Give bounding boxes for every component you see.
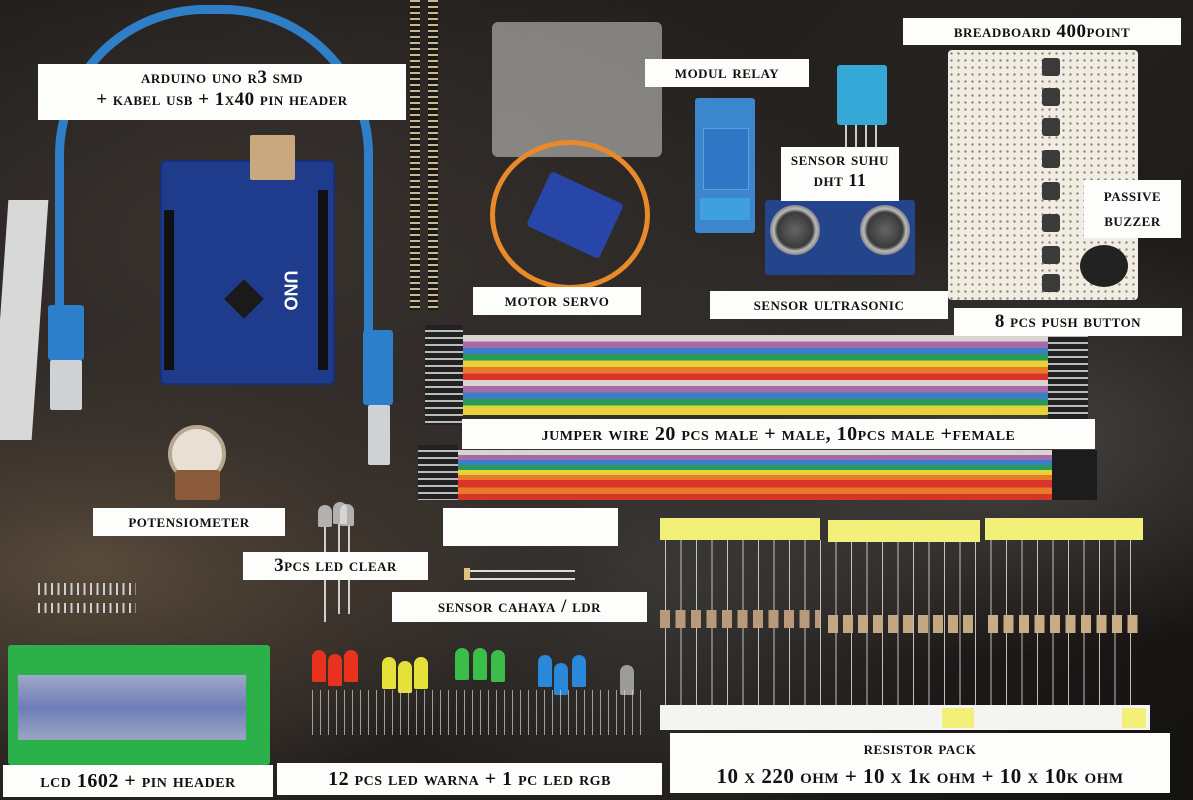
label-sensor-suhu-line2: DHT 11 [813, 169, 867, 190]
led-red [328, 654, 342, 686]
push-button [1042, 118, 1060, 136]
push-button [1042, 182, 1060, 200]
label-push-button: 8 PCS PUSH BUTTON [954, 308, 1182, 336]
relay-block [703, 128, 749, 190]
led-clear [318, 505, 332, 527]
ldr-sensor [464, 568, 470, 580]
label-passive-buzzer: PASSIVE BUZZER [1084, 180, 1181, 238]
led-blue [572, 655, 586, 687]
resistor-bodies-220 [660, 610, 820, 628]
led-blue [554, 663, 568, 695]
label-modul-relay: MODUL RELAY [645, 59, 809, 87]
label-sensor-suhu-line1: SENSOR SUHU [790, 149, 890, 169]
lcd-screen [18, 675, 246, 740]
resistor-tape-bottom-yellow-2 [1122, 708, 1146, 728]
label-motor-servo: MOTOR SERVO [473, 287, 641, 315]
label-resistor-pack: RESISTOR PACK 10 X 220 OHM + 10 X 1K OHM… [670, 733, 1170, 793]
push-button [1042, 88, 1060, 106]
led-red [312, 650, 326, 682]
push-button [1042, 150, 1060, 168]
arduino-usb-port [250, 135, 295, 180]
push-button [1042, 246, 1060, 264]
label-sensor-suhu: SENSOR SUHU DHT 11 [781, 147, 899, 201]
label-arduino-uno: ARDUINO UNO R3 SMD + KABEL USB + 1X40 PI… [38, 64, 406, 120]
resistor-tape-top-2 [828, 520, 980, 542]
arduino-header-right [318, 190, 328, 370]
led-clear [340, 504, 354, 526]
jumper-ends-left [418, 445, 458, 500]
resistor-bodies-1k [828, 615, 978, 633]
potentiometer-pins [175, 470, 220, 500]
led-green [491, 650, 505, 682]
led-red [344, 650, 358, 682]
label-breadboard: BREADBOARD 400POINT [903, 18, 1181, 45]
resistor-tape-top-1 [660, 518, 820, 540]
led-rgb [620, 665, 634, 695]
push-buttons [1042, 58, 1060, 298]
atmega-chip [224, 279, 264, 319]
label-potensiometer: POTENSIOMETER [93, 508, 285, 536]
arduino-header-left [164, 210, 174, 370]
usb-b-connector [368, 405, 390, 465]
pin-header-strip [410, 0, 420, 310]
jumper-wires-male-female [455, 450, 1055, 500]
label-led-warna: 12 PCS LED WARNA + 1 PC LED RGB [277, 763, 662, 795]
label-passive-buzzer-line2: BUZZER [1104, 210, 1161, 231]
jumper-wires-male-male [460, 335, 1050, 415]
label-resistor-line1: RESISTOR PACK [863, 738, 977, 759]
push-button [1042, 214, 1060, 232]
led-green [455, 648, 469, 680]
label-arduino-line2: + KABEL USB + 1X40 PIN HEADER [96, 88, 348, 110]
resistor-tape-top-3 [985, 518, 1143, 540]
resistor-bodies-10k [988, 615, 1143, 633]
led-blue [538, 655, 552, 687]
lcd-pin-header [38, 583, 136, 595]
jumper-pins-left [425, 325, 463, 425]
relay-module [695, 98, 755, 233]
label-arduino-line1: ARDUINO UNO R3 SMD [140, 67, 304, 88]
jumper-ends-right [1052, 450, 1097, 500]
label-jumper-wire: JUMPER WIRE 20 PCS MALE + MALE, 10PCS MA… [462, 419, 1095, 449]
label-blank [443, 508, 618, 546]
ldr-leg [470, 578, 575, 580]
lcd-pin-header-2 [38, 603, 136, 613]
ldr-leg [470, 570, 575, 572]
push-button [1042, 58, 1060, 76]
label-sensor-ultrasonic: SENSOR ULTRASONIC [710, 291, 948, 319]
passive-buzzer [1080, 245, 1128, 287]
arduino-box-edge [0, 200, 49, 440]
usb-cable [55, 5, 373, 344]
usb-a-connector [50, 360, 82, 410]
relay-terminal [700, 198, 750, 220]
usb-a-plug [48, 305, 84, 360]
jumper-pins-right [1048, 330, 1088, 430]
dht11-pins [845, 125, 879, 150]
ultrasonic-transducer-right [860, 205, 910, 255]
led-yellow [414, 657, 428, 689]
pin-header-strip-2 [428, 0, 438, 310]
resistor-tape-bottom-yellow-1 [942, 708, 974, 728]
ultrasonic-transducer-left [770, 205, 820, 255]
resistor-tape-bottom [660, 705, 1150, 730]
label-sensor-cahaya: SENSOR CAHAYA / LDR [392, 592, 647, 622]
led-legs [312, 690, 642, 735]
label-resistor-line2: 10 X 220 OHM + 10 X 1K OHM + 10 X 10K OH… [716, 763, 1124, 788]
arduino-uno-board: UNO [160, 135, 335, 385]
label-led-clear: 3PCS LED CLEAR [243, 552, 428, 580]
label-passive-buzzer-line1: PASSIVE [1103, 185, 1162, 205]
ultrasonic-sensor [765, 200, 915, 275]
label-lcd-1602: LCD 1602 + PIN HEADER [3, 765, 273, 797]
led-yellow [382, 657, 396, 689]
uno-logo: UNO [280, 270, 301, 311]
lcd-1602 [8, 645, 270, 765]
led-green [473, 648, 487, 680]
usb-b-plug [363, 330, 393, 405]
led-yellow [398, 661, 412, 693]
servo-horn-bag [492, 22, 662, 157]
dht11-sensor [837, 65, 887, 125]
push-button [1042, 274, 1060, 292]
